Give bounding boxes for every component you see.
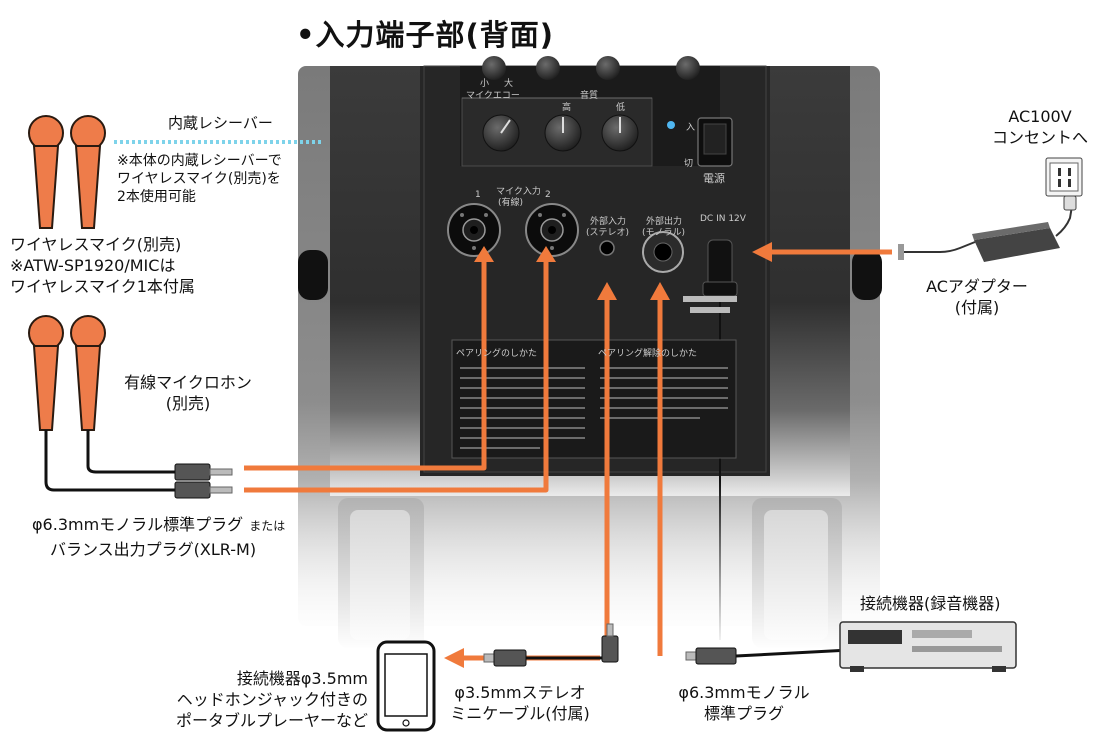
panel-ext-in: 外部入力	[590, 217, 627, 227]
label-plug: φ6.3mmモノラル標準プラグまたは	[32, 515, 286, 534]
label-builtin-receiver: 内蔵レシーバー	[168, 114, 273, 132]
knob-high	[544, 114, 582, 152]
panel-large: 大	[504, 79, 514, 89]
panel-dc-in: DC IN 12V	[700, 214, 746, 224]
wireless-mic-icon	[28, 115, 106, 229]
dc-in-plug	[707, 239, 733, 287]
ext-in-jack	[599, 240, 615, 256]
mic-jack-1	[447, 203, 501, 257]
panel-pairing: ペアリングのしかた	[456, 349, 538, 359]
label-stereo-cable: φ3.5mmステレオ ミニケーブル(付属)	[450, 683, 590, 723]
label-wired-mic: 有線マイクロホン (別売)	[124, 373, 252, 413]
label-plug-alt: バランス出力プラグ(XLR-M)	[50, 540, 257, 559]
panel-tone-high: 高	[562, 103, 572, 113]
ac-adapter-icon	[898, 205, 1073, 262]
panel-unpairing: ペアリング解除のしかた	[598, 349, 698, 359]
label-recorder: 接続機器(録音機器)	[860, 594, 1001, 613]
label-portable-player: 接続機器φ3.5mm ヘッドホンジャック付きの ポータブルプレーヤーなど	[175, 669, 368, 730]
panel-power-off: 切	[684, 159, 694, 169]
panel-small: 小	[480, 79, 490, 89]
panel-tone: 音質	[580, 91, 599, 101]
panel-tone-low: 低	[616, 103, 626, 113]
panel-mic-in-sub: (有線)	[498, 198, 524, 208]
panel-ext-in-sub: (ステレオ)	[586, 228, 630, 238]
recorder-device-icon	[839, 621, 1017, 672]
wired-mic-icon	[28, 315, 233, 499]
label-ac-adapter: ACアダプター (付属)	[926, 277, 1028, 317]
panel-power: 電源	[703, 172, 725, 185]
label-mono-plug: φ6.3mmモノラル 標準プラグ	[678, 683, 810, 723]
mic-jack-2	[525, 203, 579, 257]
knob-echo	[482, 114, 520, 152]
page-title: •入力端子部(背面)	[296, 18, 555, 52]
power-led-icon	[667, 121, 675, 129]
panel-ext-out: 外部出力	[646, 217, 683, 227]
mono-plug-cable-icon	[685, 647, 851, 665]
panel-mic-echo: マイクエコー	[466, 91, 520, 101]
speaker-body	[290, 56, 890, 650]
label-ac-outlet: AC100V コンセントへ	[991, 107, 1088, 147]
panel-ch2: 2	[545, 190, 551, 200]
panel-ch1: 1	[475, 190, 481, 200]
panel-ext-out-sub: (モノラル)	[642, 228, 686, 238]
ext-out-jack	[642, 231, 684, 273]
panel-power-on: 入	[686, 123, 696, 133]
knob-low	[601, 114, 639, 152]
label-receiver-note: ※本体の内蔵レシーバーで ワイヤレスマイク(別売)を 2本使用可能	[117, 153, 282, 205]
panel-mic-in: マイク入力	[496, 187, 541, 197]
arrow-heads	[444, 242, 772, 668]
smartphone-icon	[376, 640, 436, 732]
stereo-mini-cable-icon	[483, 623, 619, 667]
label-wireless-mic: ワイヤレスマイク(別売) ※ATW-SP1920/MICは ワイヤレスマイク1本…	[10, 235, 195, 296]
ac-outlet-icon	[1045, 157, 1083, 211]
